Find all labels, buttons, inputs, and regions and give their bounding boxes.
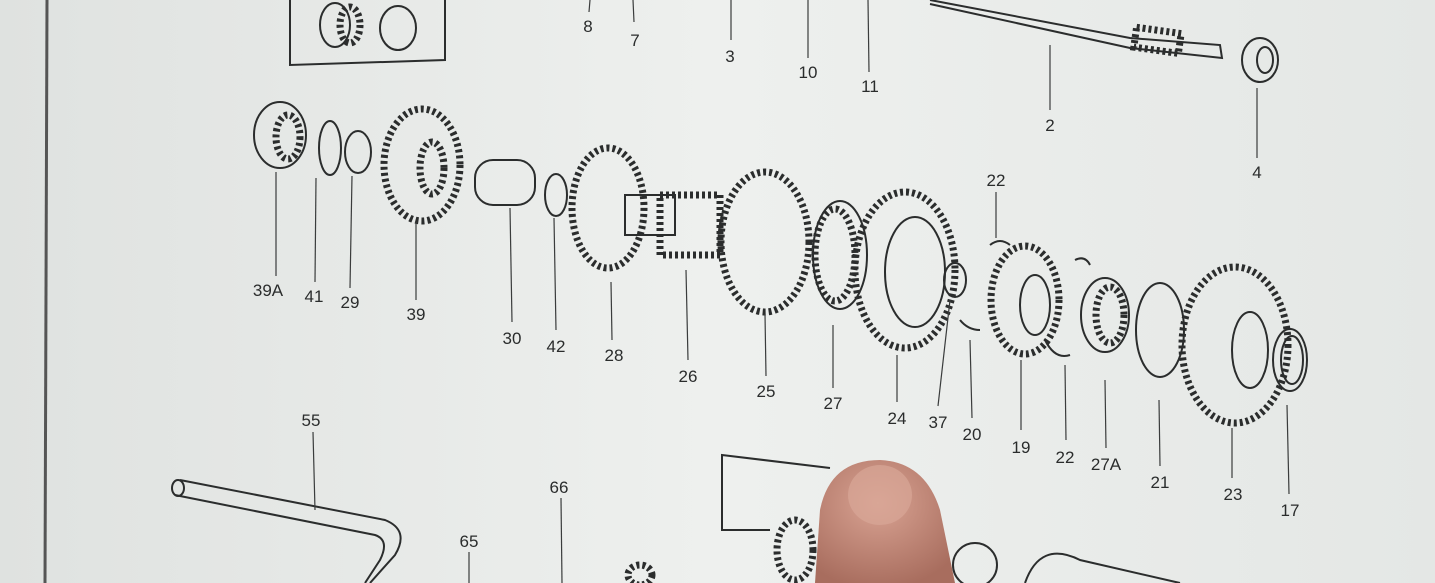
- label-22-top: 22: [987, 171, 1006, 190]
- label-24: 24: [888, 409, 907, 428]
- label-3: 3: [725, 47, 734, 66]
- label-65: 65: [460, 532, 479, 551]
- gear-train: [253, 101, 1308, 427]
- label-30: 30: [503, 329, 522, 348]
- label-20: 20: [963, 425, 982, 444]
- pointing-finger: [815, 460, 955, 583]
- label-22: 22: [1056, 448, 1075, 467]
- label-21: 21: [1151, 473, 1170, 492]
- label-41: 41: [305, 287, 324, 306]
- label-4: 4: [1252, 163, 1261, 182]
- label-2: 2: [1045, 116, 1054, 135]
- label-27a: 27A: [1091, 455, 1122, 474]
- label-11: 11: [861, 77, 879, 96]
- label-17: 17: [1281, 501, 1300, 520]
- lower-parts: [171, 453, 1181, 583]
- label-29: 29: [341, 293, 360, 312]
- label-25: 25: [757, 382, 776, 401]
- label-39: 39: [407, 305, 426, 324]
- fingernail: [848, 465, 912, 525]
- label-37: 37: [929, 413, 948, 432]
- label-66: 66: [550, 478, 569, 497]
- label-28: 28: [605, 346, 624, 365]
- page-margin-line: [43, 0, 49, 583]
- label-8: 8: [583, 17, 592, 36]
- label-27: 27: [824, 394, 843, 413]
- leader-lines: [275, 0, 1290, 583]
- label-7: 7: [630, 31, 639, 50]
- label-42: 42: [547, 337, 566, 356]
- label-26: 26: [679, 367, 698, 386]
- part-labels: 8 7 3 10 11 2 4 22 39A 41 29 39 30 42 28…: [253, 17, 1300, 551]
- label-55: 55: [302, 411, 321, 430]
- label-10: 10: [799, 63, 818, 82]
- label-39a: 39A: [253, 281, 284, 300]
- label-23: 23: [1224, 485, 1243, 504]
- inset-box: [289, 0, 446, 67]
- label-19: 19: [1012, 438, 1031, 457]
